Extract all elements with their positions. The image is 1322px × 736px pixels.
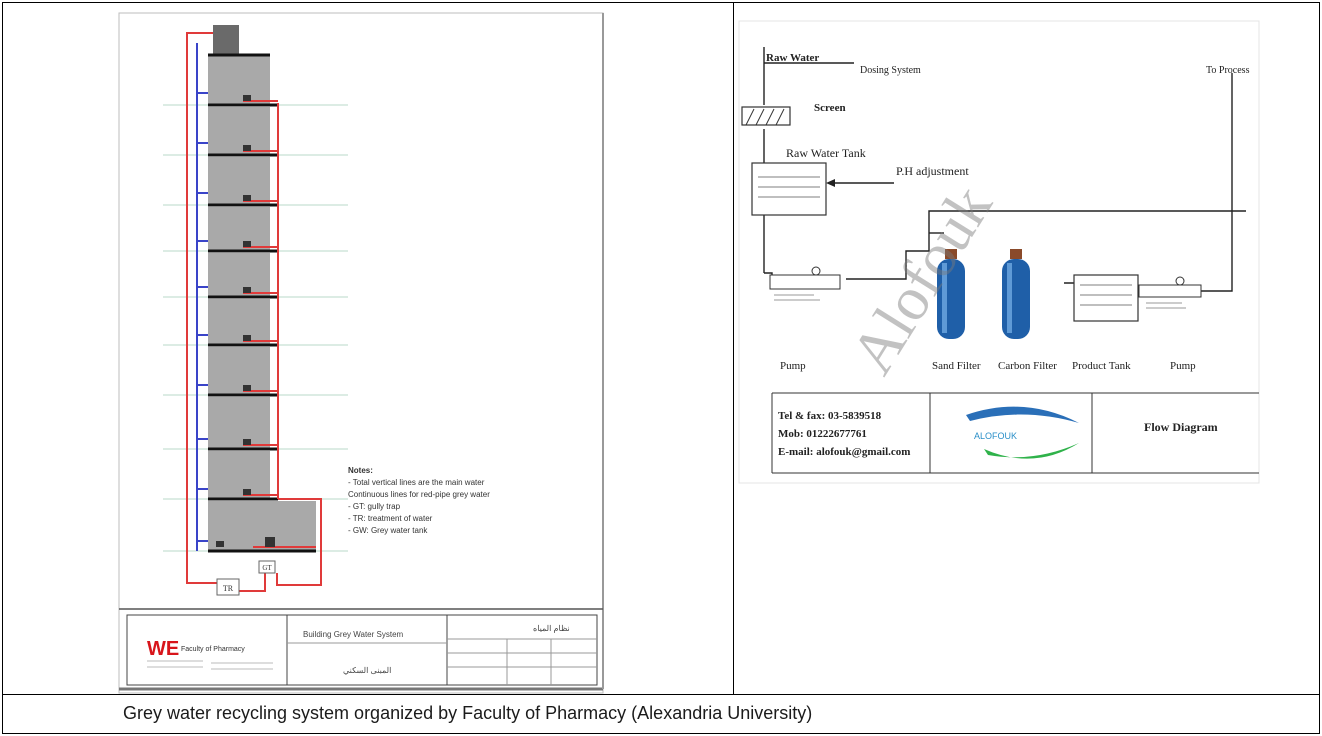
we-logo: WE bbox=[147, 638, 179, 660]
left-pump-icon bbox=[769, 266, 841, 301]
raw-water-tank bbox=[751, 162, 827, 216]
company-name: Faculty of Pharmacy bbox=[181, 646, 245, 653]
product-tank bbox=[1073, 274, 1139, 322]
flow-diagram-title: Flow Diagram bbox=[1144, 420, 1218, 434]
mobile-text: Mob: 01222677761 bbox=[778, 428, 867, 440]
raw-water-label: Raw Water bbox=[766, 52, 819, 64]
note-line: - GW: Grey water tank bbox=[348, 526, 428, 535]
note-line: - Total vertical lines are the main wate… bbox=[348, 478, 485, 487]
carbon-filter-label: Carbon Filter bbox=[998, 360, 1057, 372]
caption-cell: Grey water recycling system organized by… bbox=[2, 694, 1320, 734]
sand-filter-label: Sand Filter bbox=[932, 360, 981, 372]
fixtures bbox=[216, 95, 275, 547]
pump-right-label: Pump bbox=[1170, 360, 1196, 372]
gt-box bbox=[258, 560, 276, 574]
note-line: Continuous lines for red-pipe grey water bbox=[348, 490, 490, 499]
tr-box bbox=[216, 578, 240, 596]
email-text: E-mail: alofouk@gmail.com bbox=[778, 446, 910, 458]
drawing-sheet bbox=[118, 12, 604, 694]
to-process-label: To Process bbox=[1206, 65, 1250, 76]
sand-filter-icon bbox=[937, 249, 965, 339]
note-line: - TR: treatment of water bbox=[348, 514, 433, 523]
ph-adjustment-label: P.H adjustment bbox=[896, 164, 969, 178]
diagram-frame bbox=[738, 20, 1260, 484]
building-drawing-cell: TR GT Notes: - Total vertical lines are … bbox=[2, 2, 735, 696]
note-line: - GT: gully trap bbox=[348, 502, 401, 511]
logo-text: ALOFOUK bbox=[974, 431, 1017, 441]
dosing-system-label: Dosing System bbox=[860, 65, 921, 76]
project-title: Building Grey Water System bbox=[303, 630, 404, 639]
figure-caption: Grey water recycling system organized by… bbox=[123, 703, 813, 723]
title-block: WE Faculty of Pharmacy Building Grey Wat… bbox=[119, 608, 603, 686]
flow-diagram-svg: Raw Water Dosing System To Process Scree… bbox=[738, 20, 1260, 484]
building-floors bbox=[208, 25, 316, 551]
gt-label: GT bbox=[262, 564, 272, 572]
floor-slabs bbox=[208, 53, 316, 553]
right-pump-icon bbox=[1138, 276, 1202, 309]
building-drawing-svg: TR GT Notes: - Total vertical lines are … bbox=[118, 12, 604, 694]
contact-footer: Tel & fax: 03-5839518 Mob: 01222677761 E… bbox=[771, 392, 1259, 474]
flow-diagram-cell: Raw Water Dosing System To Process Scree… bbox=[733, 2, 1320, 696]
tel-fax-text: Tel & fax: 03-5839518 bbox=[778, 410, 882, 422]
product-tank-label: Product Tank bbox=[1072, 360, 1131, 372]
arabic-title: نظام المياه bbox=[533, 624, 570, 633]
process-lines bbox=[763, 47, 1246, 292]
screen-box bbox=[741, 106, 791, 126]
raw-water-tank-label: Raw Water Tank bbox=[786, 146, 866, 160]
screen-label: Screen bbox=[814, 102, 846, 114]
alofouk-logo: ALOFOUK bbox=[966, 406, 1079, 459]
carbon-filter-icon bbox=[1002, 249, 1030, 339]
arabic-sub: المبنى السكني bbox=[343, 666, 391, 675]
tr-label: TR bbox=[223, 584, 234, 593]
notes-title: Notes: bbox=[348, 466, 373, 475]
blue-supply-pipe bbox=[196, 43, 208, 551]
pump-left-label: Pump bbox=[780, 360, 806, 372]
drawing-notes: Notes: - Total vertical lines are the ma… bbox=[348, 466, 490, 535]
